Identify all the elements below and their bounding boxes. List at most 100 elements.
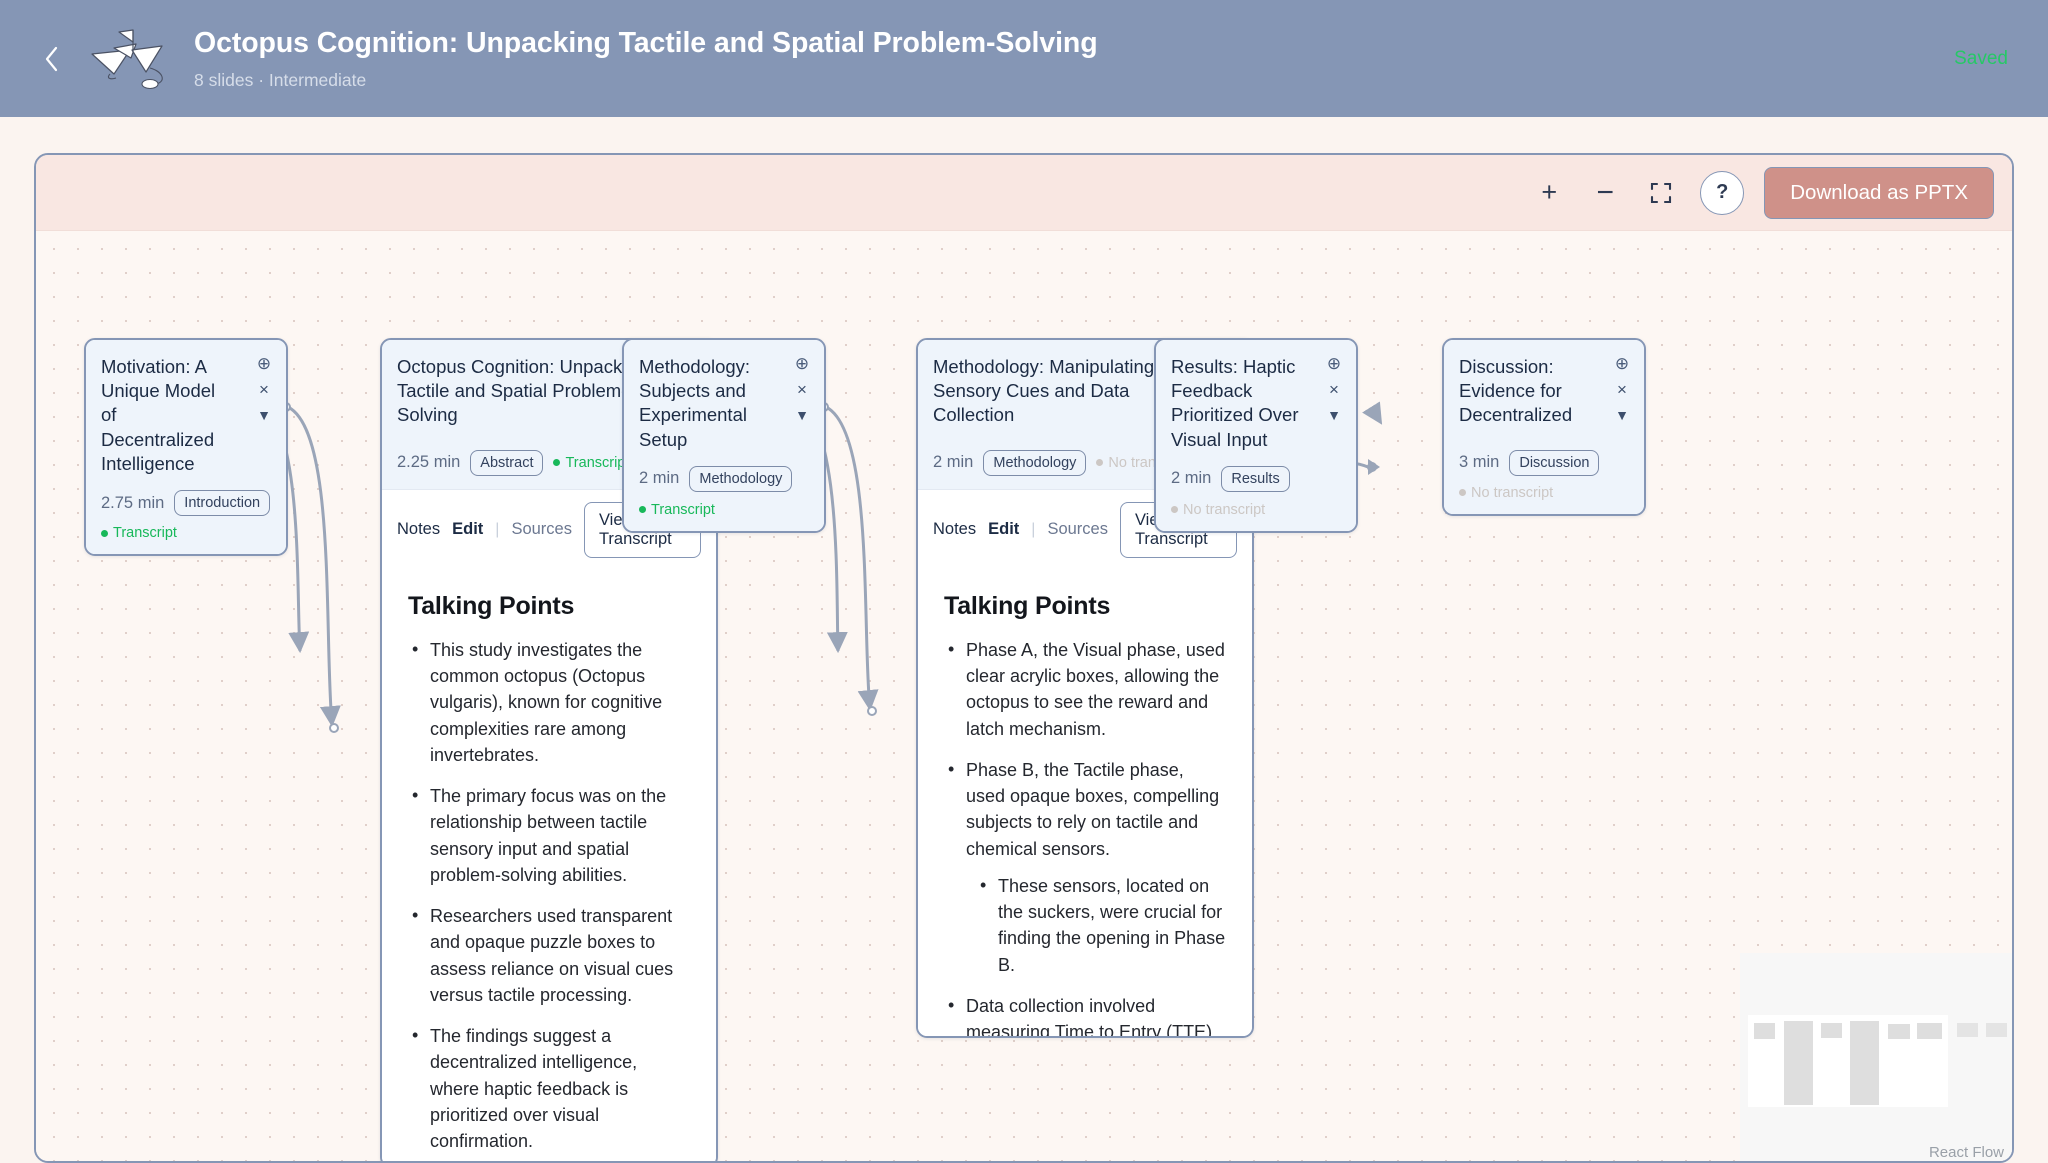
slide-node[interactable]: ⊕ × ▼ Motivation: A Unique Model of Dece…: [84, 338, 288, 557]
sources-tab[interactable]: Sources: [511, 520, 572, 539]
node-duration: 2 min: [933, 453, 974, 472]
status-dot-icon: [1096, 459, 1104, 467]
arrow-node5-node6: [1368, 459, 1380, 475]
minimap-node: [1986, 1023, 2007, 1037]
status-badge: No transcript: [1459, 485, 1553, 501]
download-pptx-button[interactable]: Download as PPTX: [1764, 166, 1994, 219]
node-actions: ⊕ × ▼: [1325, 354, 1343, 424]
minimap[interactable]: [1740, 953, 2012, 1161]
back-button[interactable]: [34, 37, 68, 81]
node-type-chip[interactable]: Methodology: [983, 449, 1087, 476]
zoom-in-button[interactable]: +: [1541, 177, 1558, 207]
list-item: The primary focus was on the relationshi…: [408, 782, 690, 888]
node-actions: ⊕ × ▼: [255, 354, 273, 424]
expand-icon[interactable]: ▼: [1615, 407, 1629, 423]
header-text-block: Octopus Cognition: Unpacking Tactile and…: [194, 26, 1954, 90]
node-title: Results: Haptic Feedback Prioritized Ove…: [1171, 356, 1299, 450]
edge-node1-node2: [287, 405, 341, 728]
expand-icon[interactable]: ▼: [257, 407, 271, 423]
node-body: Talking Points This study investigates t…: [382, 569, 716, 1161]
talking-points-heading: Talking Points: [944, 591, 1111, 620]
status-dot-icon: [1459, 489, 1466, 497]
toolbar-separator: |: [495, 520, 500, 538]
react-flow-attribution[interactable]: React Flow: [1928, 1144, 2004, 1161]
close-icon[interactable]: ×: [1617, 379, 1627, 399]
save-status: Saved: [1954, 47, 2008, 69]
status-dot-icon: [1171, 506, 1178, 514]
origami-boat-logo: [84, 22, 176, 96]
notes-label: Notes: [933, 520, 977, 539]
list-item: Data collection involved measuring Time …: [944, 992, 1226, 1036]
slide-node[interactable]: ⊕ × ▲ Methodology: Manipulating Sensory …: [916, 338, 1254, 1038]
node-duration: 3 min: [1459, 453, 1500, 472]
talking-points-heading: Talking Points: [408, 591, 575, 620]
node-type-chip[interactable]: Methodology: [689, 465, 793, 492]
help-button[interactable]: ?: [1700, 170, 1745, 215]
node-title: Motivation: A Unique Model of Decentrali…: [101, 356, 216, 474]
notes-label: Notes: [397, 520, 441, 539]
status-label: Transcript: [565, 454, 630, 471]
add-slide-icon[interactable]: ⊕: [1614, 353, 1630, 373]
list-item: Phase A, the Visual phase, used clear ac…: [944, 636, 1226, 742]
node-title: Methodology: Subjects and Experimental S…: [639, 356, 751, 450]
node-header: ⊕ × ▼ Motivation: A Unique Model of Dece…: [86, 340, 286, 555]
add-slide-icon[interactable]: ⊕: [1326, 353, 1342, 373]
slide-node[interactable]: ⊕ × ▼ Methodology: Subjects and Experime…: [622, 338, 826, 533]
flow-canvas[interactable]: ⊕ × ▼ Motivation: A Unique Model of Dece…: [36, 231, 2012, 1161]
meta-separator: ·: [258, 69, 265, 90]
node-header: ⊕ × ▼ Methodology: Subjects and Experime…: [624, 340, 824, 531]
node-type-chip[interactable]: Discussion: [1509, 449, 1600, 476]
node-type-chip[interactable]: Results: [1221, 465, 1290, 492]
talking-points-list: This study investigates the common octop…: [408, 636, 690, 1161]
edge-node3-node4: [825, 405, 879, 712]
zoom-out-button[interactable]: −: [1596, 175, 1614, 209]
chevron-left-icon: [45, 46, 58, 71]
edit-tab[interactable]: Edit: [988, 520, 1020, 539]
status-dot-icon: [553, 459, 561, 467]
minimap-node: [1784, 1021, 1813, 1105]
node-type-chip[interactable]: Abstract: [470, 449, 544, 476]
expand-icon[interactable]: ▼: [795, 407, 809, 423]
close-icon[interactable]: ×: [797, 379, 807, 399]
slide-count: 8 slides: [194, 69, 254, 90]
node-duration: 2.75 min: [101, 493, 165, 512]
status-label: No transcript: [1471, 484, 1554, 501]
list-item: This study investigates the common octop…: [408, 636, 690, 768]
list-item: These sensors, located on the suckers, w…: [976, 872, 1226, 978]
minimap-node: [1917, 1023, 1942, 1039]
sources-tab[interactable]: Sources: [1047, 520, 1108, 539]
fit-view-icon: [1651, 182, 1672, 203]
node-title: Methodology: Manipulating Sensory Cues a…: [933, 356, 1155, 426]
edit-tab[interactable]: Edit: [452, 520, 484, 539]
node-actions: ⊕ × ▼: [793, 354, 811, 424]
node-header: ⊕ × ▼ Results: Haptic Feedback Prioritiz…: [1156, 340, 1356, 531]
minimap-node: [1754, 1023, 1775, 1039]
slide-node[interactable]: ⊕ × ▼ Discussion: Evidence for Decentral…: [1442, 338, 1646, 516]
close-icon[interactable]: ×: [1329, 379, 1339, 399]
minimap-node: [1821, 1023, 1842, 1038]
list-item: Researchers used transparent and opaque …: [408, 902, 690, 1008]
status-badge: No transcript: [1171, 502, 1265, 518]
node-meta: 3 min Discussion: [1459, 449, 1629, 476]
node-body: Talking Points Phase A, the Visual phase…: [918, 569, 1252, 1036]
deck-meta: 8 slides · Intermediate: [194, 70, 1954, 91]
add-slide-icon[interactable]: ⊕: [794, 353, 810, 373]
status-dot-icon: [639, 506, 646, 514]
close-icon[interactable]: ×: [259, 379, 269, 399]
status-dot-icon: [101, 529, 108, 537]
status-label: No transcript: [1183, 501, 1266, 518]
node-title: Octopus Cognition: Unpacking Tactile and…: [397, 356, 647, 426]
node-meta: 2.75 min Introduction: [101, 490, 271, 517]
minimap-node: [1850, 1021, 1879, 1105]
expand-icon[interactable]: ▼: [1327, 407, 1341, 423]
node-meta: 2.25 min Abstract Transcript: [397, 449, 701, 476]
status-badge: Transcript: [639, 502, 715, 518]
node-type-chip[interactable]: Introduction: [174, 490, 271, 517]
minimap-node: [1957, 1023, 1978, 1037]
slide-node[interactable]: ⊕ × ▼ Results: Haptic Feedback Prioritiz…: [1154, 338, 1358, 533]
minimap-node: [1888, 1024, 1910, 1039]
node-meta: 2 min Results No transcript: [1171, 465, 1341, 518]
fit-view-button[interactable]: [1638, 170, 1684, 216]
add-slide-icon[interactable]: ⊕: [256, 353, 272, 373]
flow-toolbar: + − ? Download as PPTX: [36, 155, 2012, 231]
